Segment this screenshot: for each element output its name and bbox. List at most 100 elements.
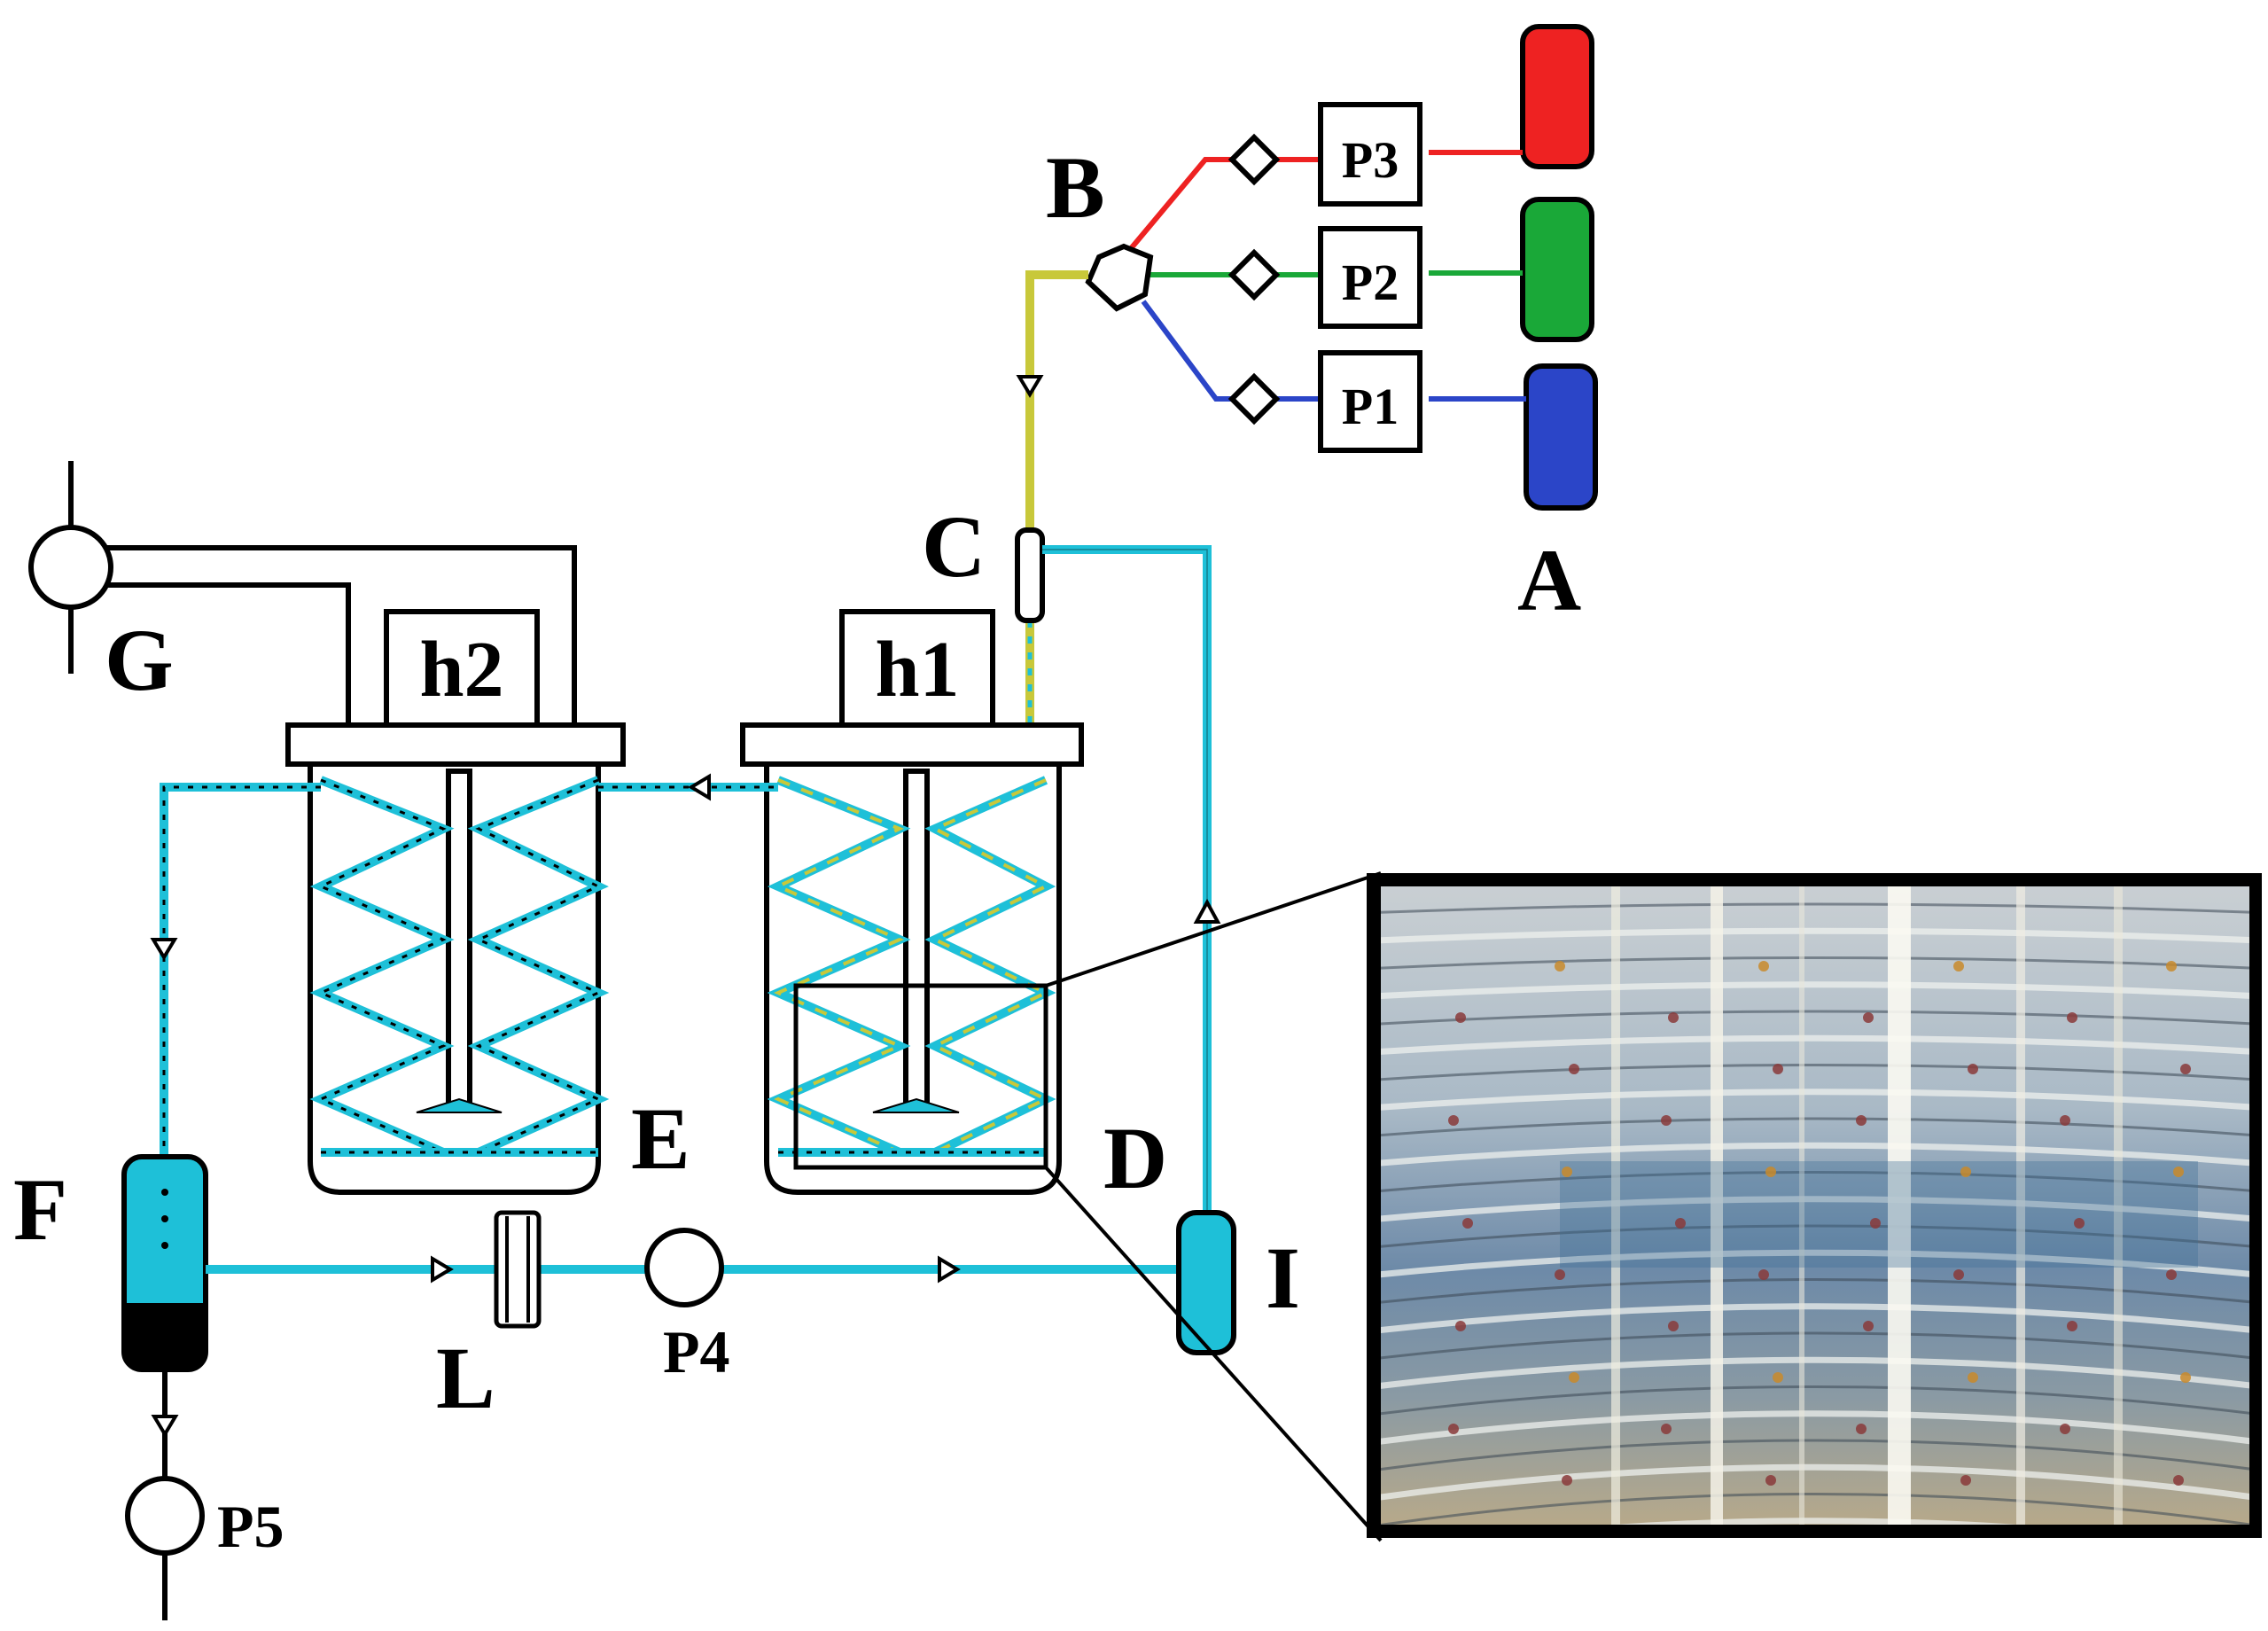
photo-dot [1462, 1218, 1473, 1229]
photo-dot [2173, 1475, 2184, 1486]
photo-dot [1953, 1269, 1964, 1280]
pump-p2-box [1318, 226, 1422, 329]
label-p2: P2 [1342, 254, 1399, 311]
coil-band [1381, 981, 2249, 1000]
coil-band [1381, 1278, 2249, 1304]
pump-p1-box [1318, 350, 1422, 453]
coil-band [1381, 1117, 2249, 1137]
coil-band [1381, 1089, 2249, 1111]
photo-dot [2060, 1424, 2070, 1434]
photo-dot [1675, 1218, 1686, 1229]
photo-dot [1569, 1372, 1579, 1383]
photo-dot [1562, 1475, 1572, 1486]
filter-l [494, 1210, 542, 1329]
coil-band [1614, 1518, 2019, 1525]
transfer-line [598, 773, 778, 801]
coil-band [1381, 1439, 2249, 1471]
coil-band [1381, 1224, 2249, 1248]
coil-band [1381, 1010, 2249, 1026]
photo-dot [1455, 1321, 1466, 1331]
reactor-h1: h1 [740, 609, 1084, 1195]
photo-dot [1968, 1372, 1978, 1383]
check-valves [1228, 133, 1281, 425]
outlet-p5 [125, 1370, 205, 1620]
label-p3: P3 [1342, 131, 1399, 189]
photo-dot [1870, 1218, 1881, 1229]
photo-dot [1555, 1269, 1565, 1280]
photo-dot [1448, 1115, 1459, 1126]
outflow-line [150, 783, 321, 1157]
pump-p5 [125, 1476, 205, 1556]
zoom-line-top [1045, 871, 1382, 987]
photo-dot [1758, 961, 1769, 972]
coil-band [1381, 1064, 2249, 1081]
photo-dot [1448, 1424, 1459, 1434]
photo-dot [2067, 1012, 2077, 1023]
coil-band [1381, 1385, 2249, 1416]
pump-p3-box [1318, 102, 1422, 207]
heater-h1 [839, 609, 995, 728]
label-f: F [13, 1160, 67, 1259]
coil-band [1381, 956, 2249, 970]
photo-dot [1856, 1115, 1867, 1126]
coil-band [1381, 1171, 2249, 1192]
coil-band [1381, 1331, 2249, 1360]
photo-dot [2060, 1115, 2070, 1126]
label-p4: P4 [663, 1318, 730, 1385]
flow-cell-c [1015, 527, 1045, 623]
photo-dot [2074, 1218, 2085, 1229]
label-i: I [1266, 1229, 1300, 1327]
mixer-b [1085, 243, 1154, 312]
reactor-coil-photo [1367, 873, 2262, 1538]
photo-dot [1773, 1372, 1783, 1383]
gas-valve-g [28, 525, 113, 610]
sensor-i [1176, 1210, 1236, 1355]
reservoir-red [1520, 24, 1594, 169]
return-line [1042, 545, 1221, 1213]
separator-f [121, 1154, 208, 1372]
coil-band [1381, 927, 2249, 944]
label-h1: h1 [875, 626, 959, 714]
feed-lines [1121, 150, 1526, 402]
label-g: G [105, 611, 174, 709]
coil-band [1381, 1034, 2249, 1055]
label-h2: h2 [419, 626, 503, 714]
coil-band [1381, 1493, 2249, 1525]
photo-dot [1455, 1012, 1466, 1023]
photo-dot [1569, 1064, 1579, 1074]
check-valve-blue [1228, 372, 1281, 425]
coil-band [1381, 1196, 2249, 1222]
pump-p4 [644, 1228, 724, 1307]
photo-dot [1668, 1321, 1679, 1331]
label-a: A [1517, 531, 1581, 629]
photo-dot [2166, 1269, 2177, 1280]
photo-dot [1953, 961, 1964, 972]
photo-dot [1968, 1064, 1978, 1074]
coil-band [1381, 1356, 2249, 1389]
photo-dot [2180, 1064, 2191, 1074]
photo-dot [1562, 1167, 1572, 1177]
photo-dot [1661, 1115, 1672, 1126]
label-e: E [631, 1089, 690, 1188]
coil-band [1381, 1463, 2249, 1501]
label-c: C [922, 497, 986, 596]
label-b: B [1046, 138, 1105, 237]
photo-dot [1555, 961, 1565, 972]
reactor-h2: h2 [285, 609, 626, 1195]
label-l: L [436, 1329, 495, 1427]
photo-dot [1960, 1475, 1971, 1486]
coil-band [1381, 1303, 2249, 1334]
photo-dot [2166, 961, 2177, 972]
check-valve-red [1228, 133, 1281, 186]
photo-dot [1863, 1012, 1874, 1023]
label-p1: P1 [1342, 378, 1399, 435]
photo-dot [1856, 1424, 1867, 1434]
gas-line [28, 461, 577, 725]
coil-band [1381, 1410, 2249, 1445]
photo-dot [1863, 1321, 1874, 1331]
zoom-line-bottom [1044, 1166, 1383, 1542]
feed-pumps: P3 P2 P1 [1318, 102, 1422, 453]
photo-dot [2067, 1321, 2077, 1331]
photo-dot [2180, 1372, 2191, 1383]
